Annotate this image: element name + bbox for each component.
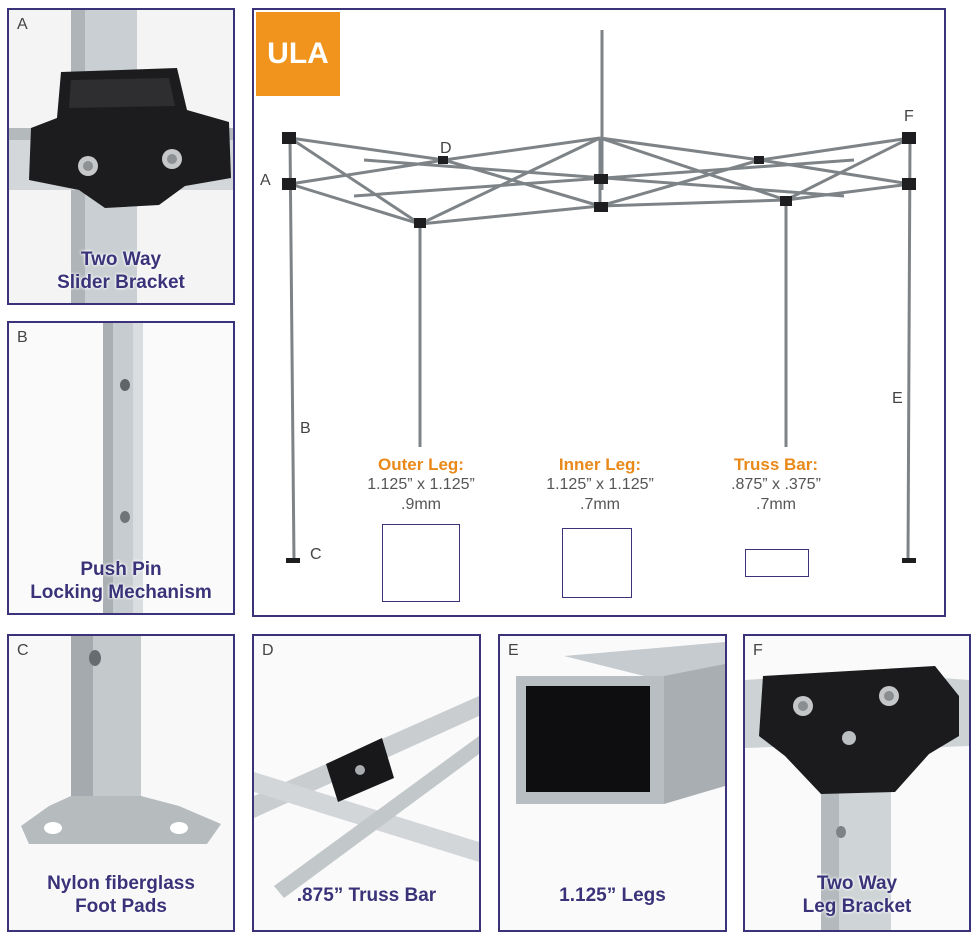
panel-slider-bracket: A Two Way Slider Bracket — [7, 8, 235, 305]
panel-letter: F — [753, 642, 763, 659]
spec-gauge: .9mm — [401, 496, 441, 513]
panel-caption: 1.125” Legs — [500, 884, 725, 907]
panel-letter: D — [262, 642, 274, 659]
outer-leg-profile — [382, 524, 460, 602]
panel-foot-pads: C Nylon fiberglass Foot Pads — [7, 634, 235, 932]
caption-line-1: Nylon fiberglass — [47, 873, 195, 894]
truss-bar-photo — [254, 636, 479, 930]
spec-truss-bar: Truss Bar: .875” x .375” .7mm — [701, 454, 851, 515]
panel-push-pin: B Push Pin Locking Mechanism — [7, 321, 235, 615]
spec-outer-leg: Outer Leg: 1.125” x 1.125” .9mm — [346, 454, 496, 515]
frame-label-e: E — [892, 390, 903, 407]
caption-line-2: Leg Bracket — [802, 896, 912, 917]
caption-line-2: Locking Mechanism — [30, 582, 212, 603]
panel-leg-bracket: F Two Way Leg Bracket — [743, 634, 971, 932]
caption-line-1: .875” Truss Bar — [296, 885, 437, 906]
spec-title: Truss Bar: — [733, 455, 819, 474]
panel-letter: B — [17, 329, 28, 346]
spec-gauge: .7mm — [580, 496, 620, 513]
spec-inner-leg: Inner Leg: 1.125” x 1.125” .7mm — [525, 454, 675, 515]
frame-label-d: D — [440, 140, 452, 157]
truss-bar-profile — [745, 549, 809, 577]
foot-pad-photo — [9, 636, 233, 930]
frame-label-c: C — [310, 546, 322, 563]
spec-title: Inner Leg: — [558, 455, 642, 474]
frame-label-f: F — [904, 108, 914, 125]
canopy-frame-illustration — [282, 30, 916, 563]
leg-bracket-photo — [745, 636, 969, 930]
panel-caption: Nylon fiberglass Foot Pads — [9, 872, 233, 918]
frame-label-b: B — [300, 420, 311, 437]
spec-dimensions: 1.125” x 1.125” — [546, 476, 654, 493]
panel-letter: E — [508, 642, 519, 659]
caption-line-1: Push Pin — [80, 559, 162, 580]
caption-line-2: Slider Bracket — [57, 272, 185, 293]
panel-caption: Two Way Slider Bracket — [9, 248, 233, 294]
caption-line-1: 1.125” Legs — [559, 885, 666, 906]
panel-legs: E 1.125” Legs — [498, 634, 727, 932]
panel-letter: C — [17, 642, 29, 659]
spec-gauge: .7mm — [756, 496, 796, 513]
spec-dimensions: .875” x .375” — [731, 476, 821, 493]
panel-truss-bar: D .875” Truss Bar — [252, 634, 481, 932]
slider-bracket-photo — [9, 10, 233, 303]
frame-label-a: A — [260, 172, 271, 189]
caption-line-2: Foot Pads — [75, 896, 167, 917]
legs-photo — [500, 636, 725, 930]
caption-line-1: Two Way — [80, 249, 162, 270]
panel-caption: Two Way Leg Bracket — [745, 872, 969, 918]
panel-canopy-frame: ULA — [252, 8, 946, 617]
ula-logo: ULA — [256, 12, 340, 96]
panel-letter: A — [17, 16, 28, 33]
push-pin-photo — [9, 323, 233, 613]
spec-title: Outer Leg: — [378, 455, 464, 474]
inner-leg-profile — [562, 528, 632, 598]
spec-dimensions: 1.125” x 1.125” — [367, 476, 475, 493]
panel-caption: Push Pin Locking Mechanism — [9, 558, 233, 604]
caption-line-1: Two Way — [816, 873, 898, 894]
panel-caption: .875” Truss Bar — [254, 884, 479, 907]
